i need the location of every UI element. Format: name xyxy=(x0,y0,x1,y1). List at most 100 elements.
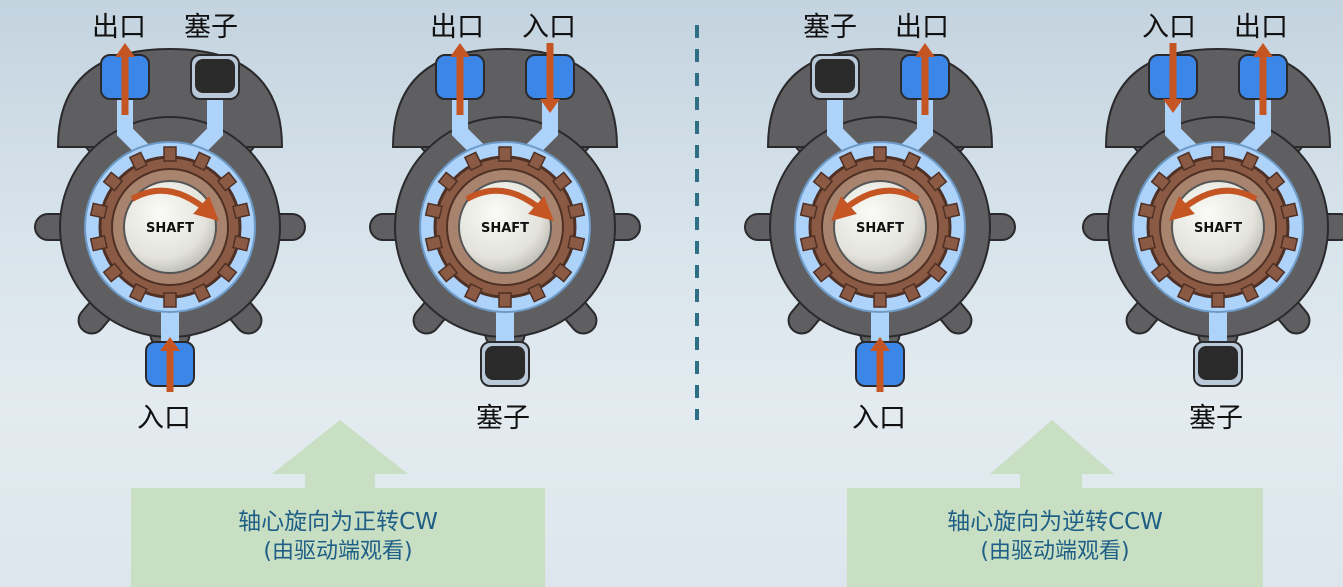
pump3-impeller-tooth xyxy=(799,202,818,220)
pump3-shaft xyxy=(833,180,927,274)
pump2-impeller-tooth xyxy=(527,282,547,303)
pump4-top-right-flow-arrow-shaft xyxy=(1259,55,1267,115)
pump1-top-right-label: 塞子 xyxy=(184,12,238,43)
pump2-impeller-tooth xyxy=(463,151,483,172)
pump-1: SHAFT xyxy=(34,43,306,392)
pump3-impeller-tooth xyxy=(799,234,818,252)
pump1-impeller-tooth xyxy=(89,202,108,220)
pump2-impeller-tooth xyxy=(437,262,459,283)
pump1-impeller-tooth xyxy=(128,282,148,303)
pump4-impeller-tooth xyxy=(1137,234,1156,252)
pump2-top-right-label: 入口 xyxy=(522,12,576,43)
pump4-top-right-flow-arrow-head xyxy=(1253,43,1273,57)
pump2-impeller-tooth xyxy=(551,171,573,192)
pump1-impeller-tooth xyxy=(216,262,238,283)
pump2-impeller-tooth xyxy=(527,151,547,172)
pump4-shaft-label: SHAFT xyxy=(1194,221,1242,236)
pump3-bottom-flow-arrow-shaft xyxy=(876,349,884,392)
pump1-shaft-label: SHAFT xyxy=(146,221,194,236)
callout-ccw: 轴心旋向为逆转CCW (由驱动端观看) xyxy=(847,488,1263,587)
pump2-impeller-tooth xyxy=(551,262,573,283)
pump-4: SHAFT xyxy=(1082,43,1343,387)
pump3-impeller-tooth xyxy=(942,202,961,220)
pump4-shaft xyxy=(1171,180,1265,274)
pump4-impeller-tooth xyxy=(1280,202,1299,220)
pump1-top-left-flow-arrow-shaft xyxy=(121,55,129,115)
pump2-top-right-flow-arrow-shaft xyxy=(546,43,554,101)
pump3-rotation-arrow xyxy=(831,187,920,222)
pump2-rotation-arrow xyxy=(465,187,554,222)
pump2-impeller-tooth xyxy=(498,146,512,162)
pump4-rotation-arrow xyxy=(1169,187,1258,222)
pump1-rotation-arrow xyxy=(130,187,219,222)
pump2-top-right-flow-arrow-head xyxy=(540,99,560,113)
pump3-shaft-label: SHAFT xyxy=(856,221,904,236)
callout-cw: 轴心旋向为正转CW (由驱动端观看) xyxy=(131,488,545,587)
pump1-impeller-tooth xyxy=(192,151,212,172)
pump2-impeller-tooth xyxy=(437,171,459,192)
pump-3: SHAFT xyxy=(744,43,1016,392)
callout-ccw-line2: (由驱动端观看) xyxy=(980,539,1130,564)
pump-2: SHAFT xyxy=(369,43,641,387)
pump2-impeller-tooth xyxy=(424,202,443,220)
pump4-impeller-tooth xyxy=(1150,262,1172,283)
pump2-impeller-tooth xyxy=(498,292,512,308)
pump3-top-right-flow-arrow-shaft xyxy=(921,55,929,115)
pump2-port-bottom-plug xyxy=(485,346,525,380)
pump1-bottom-flow-arrow-head xyxy=(160,337,180,351)
pump4-port-bottom-plug xyxy=(1198,346,1238,380)
pump3-impeller-tooth xyxy=(902,282,922,303)
pump1-impeller-tooth xyxy=(163,146,177,162)
pump1-impeller-tooth xyxy=(128,151,148,172)
pump2-shaft-label: SHAFT xyxy=(481,221,529,236)
pump1-top-left-flow-arrow-head xyxy=(115,43,135,57)
pump4-impeller-tooth xyxy=(1264,171,1286,192)
pump4-impeller-tooth xyxy=(1280,234,1299,252)
pump3-impeller-tooth xyxy=(838,151,858,172)
pump2-impeller-tooth xyxy=(567,202,586,220)
pump1-shaft xyxy=(123,180,217,274)
pump1-impeller-tooth xyxy=(102,262,124,283)
pump3-impeller-tooth xyxy=(902,151,922,172)
pump1-impeller-tooth xyxy=(232,202,251,220)
pump3-top-right-label: 出口 xyxy=(895,12,949,43)
pump3-impeller-tooth xyxy=(926,262,948,283)
pump4-impeller-tooth xyxy=(1240,282,1260,303)
pump2-bottom-label: 塞子 xyxy=(476,403,530,434)
pump1-top-left-label: 出口 xyxy=(92,12,146,43)
callout-arrow-right xyxy=(990,420,1114,488)
pump1-bottom-label: 入口 xyxy=(137,403,191,434)
pump3-top-right-flow-arrow-head xyxy=(915,43,935,57)
pump4-top-left-flow-arrow-head xyxy=(1163,99,1183,113)
pump3-impeller-tooth xyxy=(926,171,948,192)
pump4-impeller-tooth xyxy=(1137,202,1156,220)
pump4-top-right-label: 出口 xyxy=(1234,12,1288,43)
pump3-top-left-label: 塞子 xyxy=(803,12,857,43)
pump1-impeller-tooth xyxy=(192,282,212,303)
pump4-impeller-tooth xyxy=(1176,151,1196,172)
pump3-impeller-tooth xyxy=(812,262,834,283)
pump3-impeller-tooth xyxy=(873,292,887,308)
pump2-impeller-tooth xyxy=(424,234,443,252)
pump1-bottom-flow-arrow-shaft xyxy=(166,349,174,392)
pump4-impeller-tooth xyxy=(1150,171,1172,192)
pump3-impeller-tooth xyxy=(838,282,858,303)
pump4-top-left-label: 入口 xyxy=(1142,12,1196,43)
pump4-impeller-tooth xyxy=(1240,151,1260,172)
pump1-port-top-right-plug xyxy=(195,59,235,93)
pump1-impeller-tooth xyxy=(102,171,124,192)
pump3-port-top-left-plug xyxy=(815,59,855,93)
pump2-shaft xyxy=(458,180,552,274)
pump2-top-left-flow-arrow-shaft xyxy=(456,55,464,115)
callout-arrow-left xyxy=(272,420,408,488)
pump1-impeller-tooth xyxy=(216,171,238,192)
pump3-impeller-tooth xyxy=(942,234,961,252)
pump1-impeller-tooth xyxy=(89,234,108,252)
pump1-impeller-tooth xyxy=(232,234,251,252)
pump4-impeller-tooth xyxy=(1264,262,1286,283)
pump3-bottom-flow-arrow-head xyxy=(870,337,890,351)
callout-cw-line1: 轴心旋向为正转CW xyxy=(238,509,438,535)
pump3-impeller-tooth xyxy=(812,171,834,192)
pump4-top-left-flow-arrow-shaft xyxy=(1169,43,1177,101)
